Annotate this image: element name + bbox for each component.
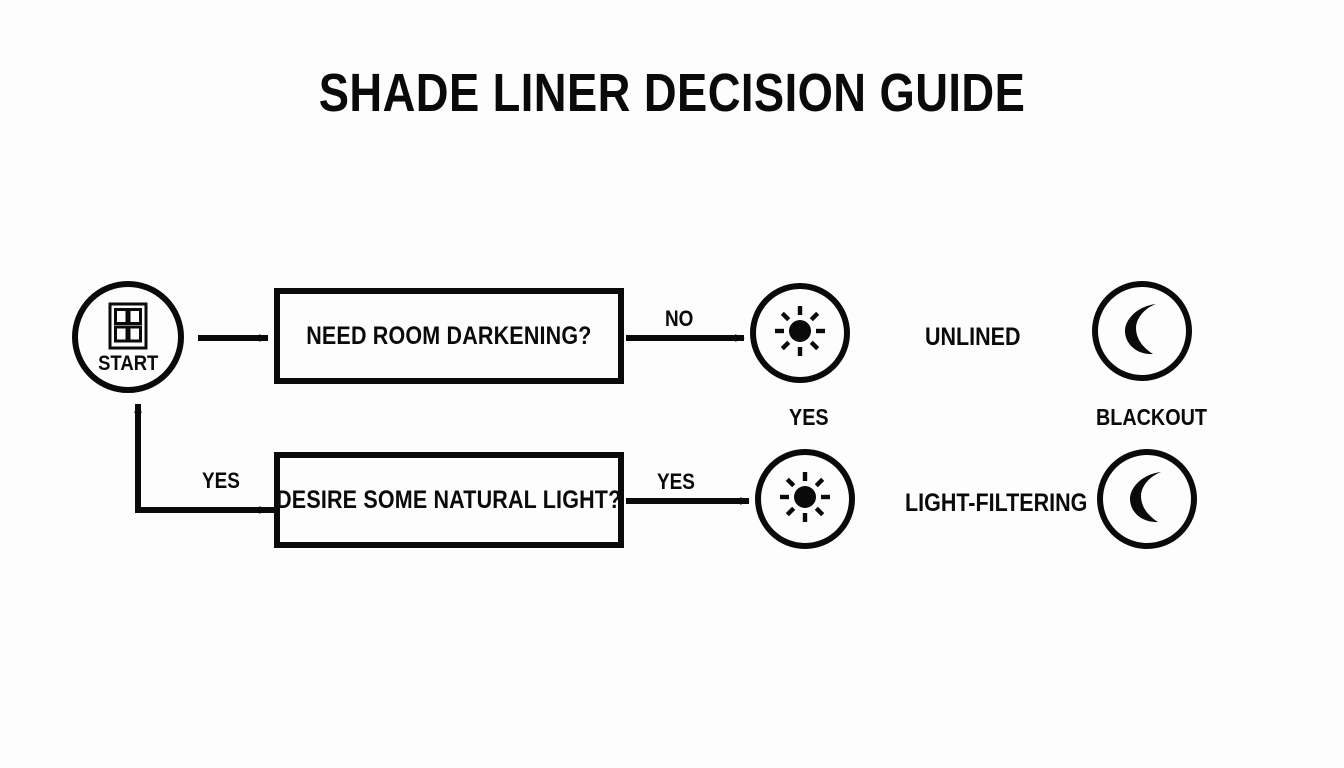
page-title: SHADE LINER DECISION GUIDE: [318, 63, 1026, 123]
outcome-node-moon-bottom[interactable]: [1097, 449, 1197, 549]
sun-icon: [777, 469, 833, 530]
decision-desire-some-natural-light-text: DESIRE SOME NATURAL LIGHT?: [276, 485, 622, 514]
result-label-light-filtering: LIGHT-FILTERING: [905, 489, 1088, 517]
window-icon: [108, 302, 148, 350]
outcome-node-sun-top[interactable]: [750, 283, 850, 383]
result-label-unlined: UNLINED: [925, 323, 1021, 351]
moon-icon: [1120, 468, 1174, 531]
outcome-node-sun-bottom[interactable]: [755, 449, 855, 549]
decision-need-room-darkening[interactable]: NEED ROOM DARKENING?: [274, 288, 624, 384]
arrow-loopback-to-start: [134, 403, 290, 513]
outcome-label-sun-top: YES: [789, 404, 829, 430]
edge-label-no: NO: [665, 306, 694, 331]
outcome-node-moon-top[interactable]: [1092, 281, 1192, 381]
edge-label-yes-loopback: YES: [202, 468, 240, 493]
start-label: START: [97, 352, 159, 375]
decision-desire-some-natural-light[interactable]: DESIRE SOME NATURAL LIGHT?: [274, 452, 624, 548]
edge-label-yes-natural-light: YES: [657, 469, 695, 494]
start-node[interactable]: START: [72, 281, 184, 393]
outcome-label-moon-top: BLACKOUT: [1096, 404, 1207, 430]
decision-need-room-darkening-text: NEED ROOM DARKENING?: [306, 321, 592, 350]
moon-icon: [1115, 300, 1169, 363]
sun-icon: [772, 303, 828, 364]
